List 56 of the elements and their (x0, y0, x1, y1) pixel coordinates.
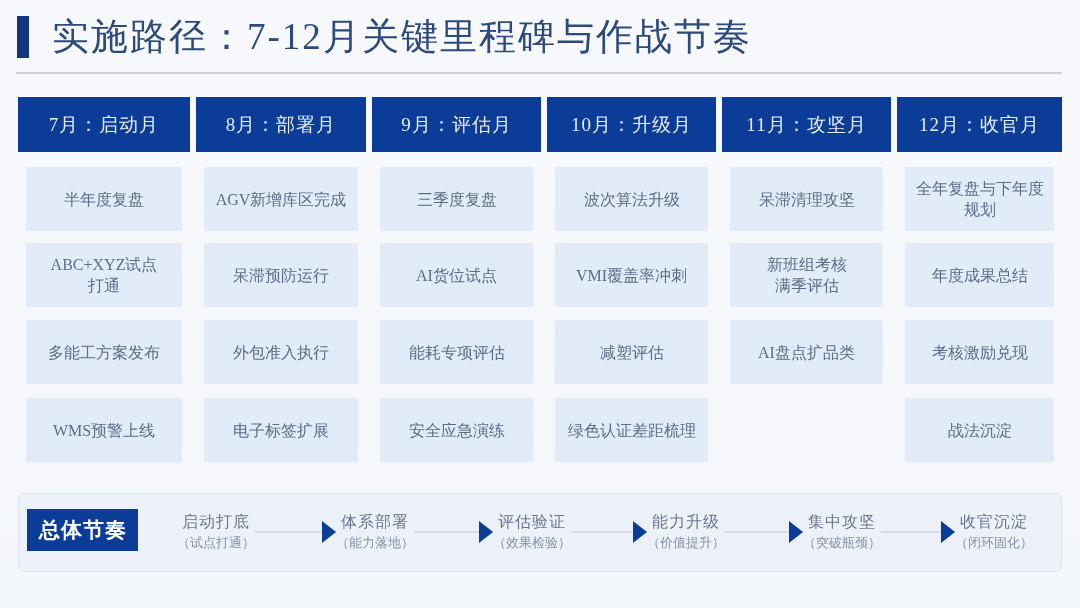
milestone-text: 考核激励兑现 (931, 342, 1028, 363)
month-title: 9月：评估月 (401, 112, 512, 137)
month-title: 10月：升级月 (571, 112, 692, 137)
stage-name: 收官沉淀 (960, 512, 1028, 532)
milestone-text: 呆滞预防运行 (233, 265, 329, 286)
month-title: 7月：启动月 (48, 112, 160, 137)
milestone-text: 多能工方案发布 (48, 342, 160, 363)
arrow (880, 521, 956, 543)
milestone-text: 外包准入执行 (233, 342, 329, 363)
rhythm-label-box (27, 509, 138, 551)
stage-note: （效果检验） (493, 534, 571, 552)
stage-note: （能力落地） (336, 534, 414, 552)
milestone-text: 年度成果总结 (931, 265, 1028, 286)
milestone-text: 战法沉淀 (947, 420, 1012, 441)
milestone-text: 绿色认证差距梳理 (567, 420, 696, 441)
milestone-text: 呆滞清理攻坚 (758, 189, 855, 210)
rhythm-label: 总体节奏 (38, 517, 127, 544)
page-title: 实施路径：7-12月关键里程碑与作战节奏 (52, 15, 752, 59)
milestone-text: 电子标签扩展 (233, 420, 329, 441)
milestone-text: AI货位试点 (416, 265, 497, 286)
milestone-text: 新班组考核满季评估 (765, 255, 848, 296)
milestone-text: AGV新增库区完成 (215, 189, 347, 210)
month-header (547, 97, 716, 152)
stage-name: 体系部署 (341, 512, 409, 532)
stage-note: （突破瓶颈） (803, 534, 881, 552)
month-header (897, 97, 1062, 152)
rhythm-panel (18, 493, 1062, 572)
stage-name: 能力升级 (652, 512, 720, 532)
stage-note: （闭环固化） (955, 534, 1033, 552)
milestone-text: 波次算法升级 (583, 189, 680, 210)
stage-name: 启动打底 (182, 512, 250, 532)
stage-note: （价值提升） (647, 534, 725, 552)
milestone-text: 减塑评估 (599, 342, 664, 363)
milestone-text: AI盘点扩品类 (758, 342, 855, 363)
month-header (722, 97, 891, 152)
milestone-text: 安全应急演练 (408, 420, 505, 441)
milestone-text: 全年复盘与下年度规划 (914, 179, 1045, 220)
arrow (413, 521, 494, 543)
milestone-text: 能耗专项评估 (408, 342, 505, 363)
month-header (372, 97, 541, 152)
milestone-text: 三季度复盘 (416, 189, 497, 210)
month-title: 8月：部署月 (225, 112, 337, 137)
milestone-text: WMS预警上线 (52, 420, 156, 441)
stage-name: 评估验证 (498, 512, 566, 532)
stage-note: （试点打通） (177, 534, 255, 552)
month-title: 11月：攻坚月 (746, 112, 867, 137)
milestone-text: 半年度复盘 (64, 189, 144, 210)
arrow (724, 521, 804, 543)
month-header (18, 97, 190, 152)
arrow (570, 521, 648, 543)
month-header (196, 97, 366, 152)
stage-name: 集中攻坚 (808, 512, 876, 532)
arrow (254, 521, 337, 543)
month-title: 12月：收官月 (919, 112, 1040, 137)
milestone-text: ABC+XYZ试点打通 (49, 255, 159, 296)
milestone-text: VMI覆盖率冲刺 (575, 265, 688, 286)
